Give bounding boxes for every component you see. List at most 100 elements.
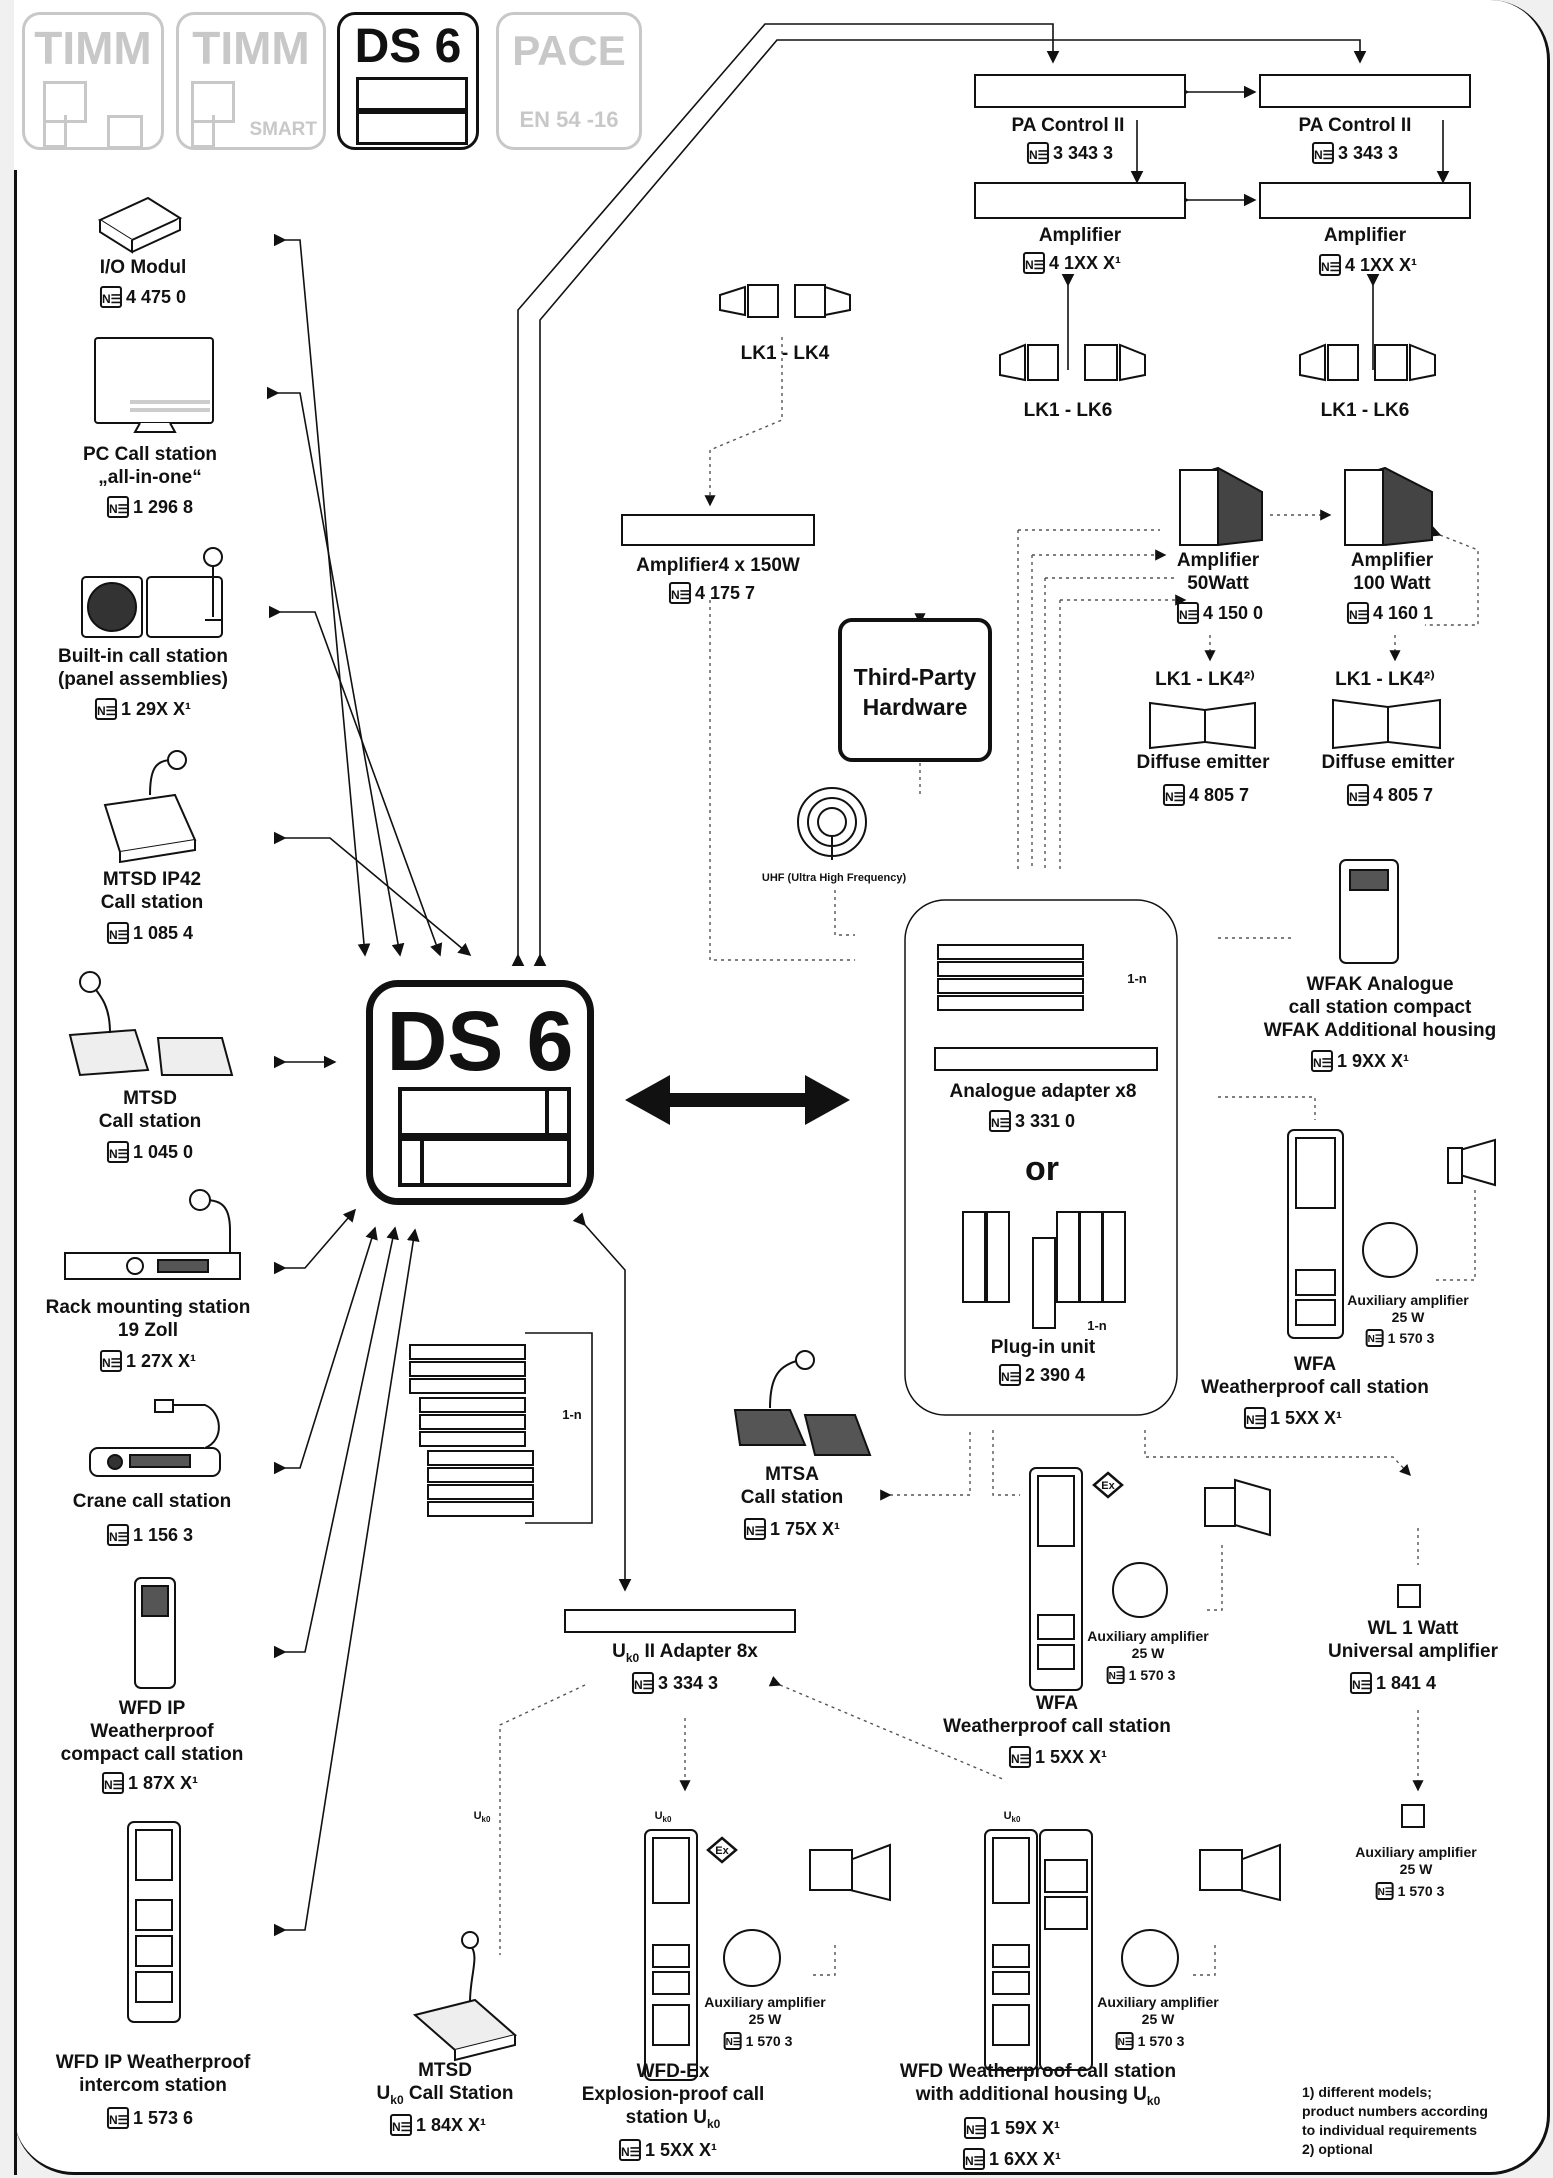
n-logo-icon: N☰: [106, 922, 129, 944]
aux-mid-sub: 25 W: [1131, 1645, 1165, 1661]
left-device-icons: [64, 196, 241, 2023]
wl1-sub: Universal amplifier: [1327, 1641, 1499, 1662]
mtsa-label: MTSA: [765, 1464, 819, 1485]
uk0-label-c: Uk0: [1003, 1810, 1021, 1825]
wfd-ip-code: N☰1 87X X¹: [101, 1772, 199, 1794]
aux-mid-code: N☰1 570 3: [1106, 1666, 1176, 1684]
footnotes: 1) different models; product numbers acc…: [1302, 2084, 1488, 2157]
adapter-1n-label: 1-n: [1127, 971, 1147, 986]
wfd-ip-label: WFD IP: [118, 1698, 186, 1719]
wfd-ex-sub: Explosion-proof call: [581, 2084, 765, 2105]
lk1-lk6-b-label: LK1 - LK6: [1320, 400, 1410, 421]
aux-right-code: N☰1 570 3: [1365, 1329, 1435, 1347]
analogue-adapter-label: Analogue adapter x8: [949, 1081, 1137, 1102]
n-logo-icon: N☰: [1162, 784, 1185, 806]
aux-ex-sub: 25 W: [748, 2011, 782, 2027]
amplifier-4x150-code: N☰4 175 7: [668, 582, 756, 604]
n-logo-icon: N☰: [106, 496, 129, 518]
mtsd-ip42-label: MTSD IP42: [102, 869, 202, 890]
mtsd-uk0-sub: Uk0 Call Station: [376, 2083, 514, 2107]
third-party-label-1: Third-Party: [853, 664, 977, 690]
wfa-right-code: N☰1 5XX X¹: [1243, 1407, 1343, 1429]
pc-call-station-sub: „all-in-one“: [98, 467, 202, 488]
wfak-label: WFAK Analogue: [1306, 974, 1454, 995]
wfa-mid-label: WFA: [1035, 1693, 1079, 1714]
n-logo-icon: N☰: [94, 698, 117, 720]
n-logo-icon: N☰: [618, 2139, 641, 2161]
plugin-unit-code: N☰2 390 4: [998, 1364, 1086, 1386]
analogue-adapter-code: N☰3 331 0: [988, 1110, 1076, 1132]
n-logo-icon: N☰: [962, 2148, 985, 2170]
rack-station-sub: 19 Zoll: [117, 1320, 179, 1341]
plugin-unit-label: Plug-in unit: [990, 1337, 1096, 1358]
n-logo-icon: N☰: [106, 2107, 129, 2129]
n-logo-icon: N☰: [1310, 1050, 1333, 1072]
aux-wl-label: Auxiliary amplifier: [1355, 1844, 1477, 1860]
n-logo-icon: N☰: [743, 1518, 766, 1540]
diffuse-emitter-1-code: N☰4 805 7: [1162, 784, 1250, 806]
left-border: [14, 170, 17, 2175]
lk1-lk4-label: LK1 - LK4: [740, 343, 830, 364]
lk1-lk4-a-label: LK1 - LK4²⁾: [1155, 669, 1255, 690]
mtsd-ip42-sub: Call station: [100, 892, 204, 913]
n-logo-icon: N☰: [106, 1524, 129, 1546]
mtsd-code: N☰1 045 0: [106, 1141, 194, 1163]
wfa-mid-code: N☰1 5XX X¹: [1008, 1746, 1108, 1768]
n-logo-icon: N☰: [1375, 1882, 1394, 1900]
n-logo-icon: N☰: [723, 2032, 742, 2050]
timm-logo: TIMM: [22, 12, 164, 150]
aux-wl-sub: 25 W: [1399, 1861, 1433, 1877]
pc-call-station-label: PC Call station: [82, 444, 218, 465]
aux-ex-label: Auxiliary amplifier: [704, 1994, 826, 2010]
diffuse-emitter-1-label: Diffuse emitter: [1136, 752, 1270, 773]
diffuse-emitter-2-code: N☰4 805 7: [1346, 784, 1434, 806]
svg-text:Ex: Ex: [715, 1845, 729, 1857]
wfd-ip-intercom-sub: intercom station: [79, 2075, 227, 2096]
aux-wl-code: N☰1 570 3: [1375, 1882, 1445, 1900]
n-logo-icon: N☰: [1349, 1672, 1372, 1694]
wfd-ex-label: WFD-Ex: [636, 2061, 710, 2082]
aux-right-sub: 25 W: [1391, 1309, 1425, 1325]
aux-wfd-label: Auxiliary amplifier: [1097, 1994, 1219, 2010]
mtsd-label: MTSD: [123, 1088, 177, 1109]
io-modul-label: I/O Modul: [99, 257, 187, 278]
uk0-adapter-code: N☰3 334 3: [631, 1672, 719, 1694]
n-logo-icon: N☰: [99, 286, 122, 308]
n-logo-icon: N☰: [1022, 252, 1045, 274]
rack-station-code: N☰1 27X X¹: [99, 1350, 197, 1372]
mtsd-ip42-code: N☰1 085 4: [106, 922, 194, 944]
wfak-sub: call station compact: [1288, 997, 1472, 1018]
amplifier-1-code: N☰4 1XX X¹: [1022, 252, 1122, 274]
ds6-logo: DS 6: [337, 12, 479, 150]
io-modul-code: N☰4 475 0: [99, 286, 187, 308]
built-in-call-station-sub: (panel assemblies): [57, 669, 229, 690]
wfd-sub: with additional housing Uk0: [915, 2084, 1161, 2108]
amplifier-50w-code: N☰4 150 0: [1176, 602, 1264, 624]
pa-control-2-label: PA Control II: [1298, 115, 1412, 136]
built-in-call-station-label: Built-in call station: [58, 646, 228, 667]
mtsa-code: N☰1 75X X¹: [743, 1518, 841, 1540]
timm-smart-logo: TIMM SMART: [176, 12, 326, 150]
wfak-code: N☰1 9XX X¹: [1310, 1050, 1410, 1072]
n-logo-icon: N☰: [1008, 1746, 1031, 1768]
wfa-mid-sub: Weatherproof call station: [943, 1716, 1171, 1737]
n-logo-icon: N☰: [1365, 1329, 1384, 1347]
wfd-code-2: N☰1 6XX X¹: [962, 2148, 1062, 2170]
built-in-call-station-code: N☰1 29X X¹: [94, 698, 192, 720]
n-logo-icon: N☰: [1026, 142, 1049, 164]
wl1-label: WL 1 Watt: [1367, 1618, 1459, 1639]
wfd-label: WFD Weatherproof call station: [899, 2061, 1177, 2082]
amplifier-100w-sub: 100 Watt: [1353, 573, 1431, 594]
amplifier-100w-code: N☰4 160 1: [1346, 602, 1434, 624]
uk0-label-b: Uk0: [654, 1810, 672, 1825]
amplifier-2-code: N☰4 1XX X¹: [1318, 254, 1418, 276]
n-logo-icon: N☰: [988, 1110, 1011, 1132]
wfd-ex-code: N☰1 5XX X¹: [618, 2139, 718, 2161]
third-party-label-2: Hardware: [862, 694, 968, 720]
uk0-label-a: Uk0: [473, 1810, 491, 1825]
crane-station-code: N☰1 156 3: [106, 1524, 194, 1546]
amplifier-100w-label: Amplifier: [1350, 550, 1434, 571]
n-logo-icon: N☰: [631, 1672, 654, 1694]
n-logo-icon: N☰: [963, 2117, 986, 2139]
n-logo-icon: N☰: [1106, 1666, 1125, 1684]
